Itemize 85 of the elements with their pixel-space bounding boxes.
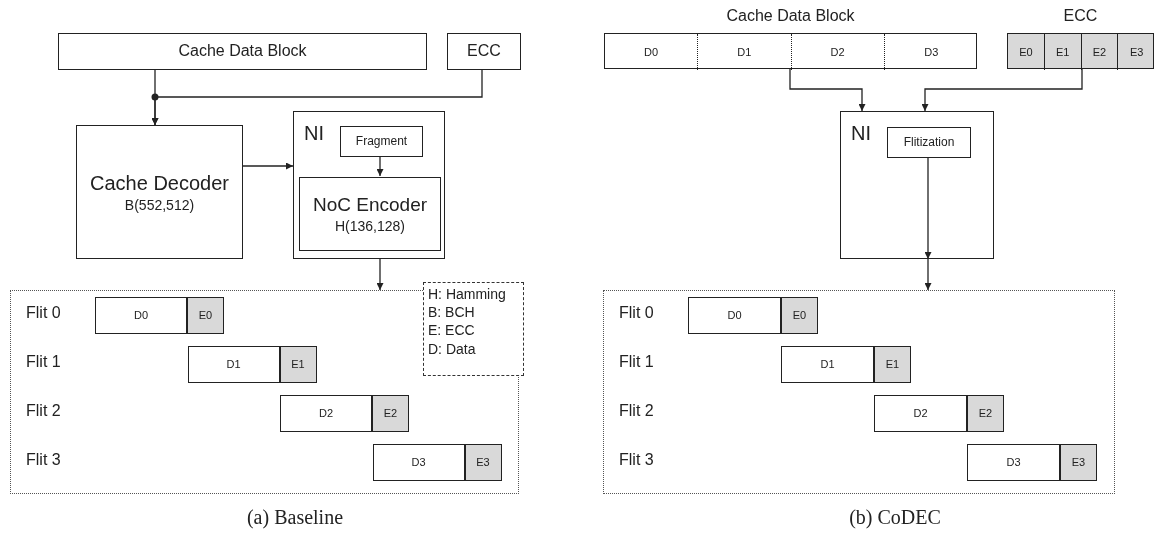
- arrow: [151, 69, 483, 126]
- data-segment: [688, 297, 781, 334]
- flit-label: Flit 0: [619, 304, 654, 322]
- ni-block: [840, 111, 994, 259]
- flit-label: Flit 2: [619, 402, 654, 420]
- ecc-segment: [781, 297, 818, 334]
- decoder-block: [76, 125, 243, 259]
- node-label: D2: [913, 406, 928, 421]
- ecc-segment: [187, 297, 224, 334]
- caption: (a) Baseline: [246, 506, 344, 529]
- node-label: E2: [1092, 44, 1107, 60]
- node-label: E3: [1129, 44, 1144, 60]
- node-label: B: BCH: [428, 303, 475, 322]
- data-segment: [187, 346, 280, 383]
- node-label: E1: [1055, 44, 1070, 60]
- node-label: D1: [737, 44, 752, 60]
- node-label: E2: [978, 406, 993, 421]
- flitization-block: [887, 127, 971, 158]
- node-label: Flitization: [903, 134, 955, 151]
- node-label: D3: [1006, 455, 1021, 470]
- node-label: Cache Data Block: [178, 41, 307, 62]
- flit-label: Flit 0: [26, 304, 61, 322]
- key-box: [423, 282, 524, 376]
- node-label: E2: [383, 406, 398, 421]
- flit-label: Flit 3: [26, 451, 61, 469]
- node-label: E0: [792, 308, 807, 323]
- ecc-segment: [279, 346, 317, 383]
- ni-block: [293, 111, 445, 259]
- ecc-segment: [967, 395, 1004, 432]
- node-label: E0: [1019, 44, 1033, 60]
- ecc-block: [447, 33, 521, 70]
- data-block: [58, 33, 427, 70]
- data-segment: [372, 444, 465, 481]
- node-label: Fragment: [355, 133, 408, 150]
- node-label: D0: [727, 308, 742, 323]
- node-label: D1: [820, 357, 835, 372]
- node-label: D2: [318, 406, 334, 421]
- arrow: [242, 162, 294, 170]
- ecc-segment: [874, 346, 911, 383]
- flit-container: [603, 290, 1115, 494]
- arrow: [376, 155, 384, 177]
- node-label: E0: [198, 308, 213, 323]
- node-label: E1: [291, 357, 305, 372]
- ecc-segment: [1060, 444, 1097, 481]
- arrow: [924, 258, 932, 291]
- flit-container: [10, 290, 519, 494]
- node-label: E: ECC: [428, 321, 475, 340]
- node-label: D0: [644, 44, 659, 60]
- node-label: B(552,512): [124, 195, 195, 215]
- node-label: E3: [1071, 455, 1086, 470]
- block-heading: Cache Data Block: [725, 7, 856, 25]
- fragment-block: [340, 126, 423, 157]
- encoder-block: [299, 177, 441, 251]
- ecc-segment: [464, 444, 502, 481]
- data-segment: [280, 395, 372, 432]
- arrow: [921, 68, 1083, 112]
- node-label: D2: [830, 44, 845, 60]
- flit-label: Flit 3: [619, 451, 654, 469]
- node-label: D0: [133, 308, 149, 323]
- data-segment: [95, 297, 187, 334]
- block-heading: ECC: [1062, 7, 1099, 25]
- arrow: [789, 68, 866, 112]
- node-label: D3: [411, 455, 426, 470]
- node-label: Cache Decoder: [90, 170, 229, 196]
- flit-label: Flit 1: [619, 353, 654, 371]
- data-segment: [967, 444, 1060, 481]
- node-label: ECC: [467, 41, 501, 62]
- data-segment: [874, 395, 967, 432]
- node-label: E3: [476, 455, 490, 470]
- node-label: H: Hamming: [428, 285, 506, 304]
- node-label: D3: [924, 44, 939, 60]
- node-label: E1: [885, 357, 900, 372]
- node-label: NI: [851, 121, 871, 146]
- node-label: NoC Encoder: [312, 192, 428, 217]
- caption: (b) CoDEC: [849, 506, 941, 529]
- ecc-segment: [372, 395, 409, 432]
- flit-label: Flit 2: [26, 402, 61, 420]
- node-label: D1: [226, 357, 241, 372]
- flit-label: Flit 1: [26, 353, 61, 371]
- arrow: [376, 258, 384, 291]
- arrow: [924, 156, 932, 260]
- node-label: NI: [304, 121, 324, 146]
- node-label: H(136,128): [334, 217, 405, 236]
- node-label: D: Data: [428, 339, 476, 358]
- data-segment: [781, 346, 874, 383]
